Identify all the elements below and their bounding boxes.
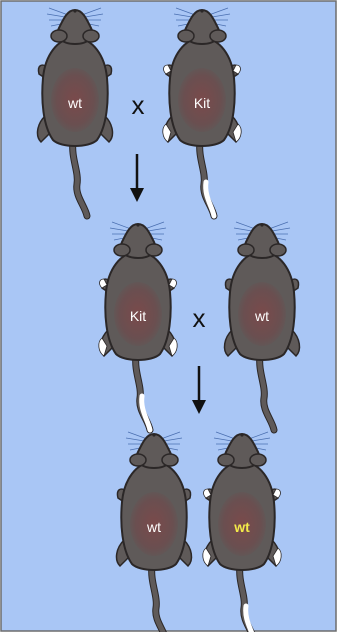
gen2-cross-symbol: x: [193, 303, 206, 333]
gen3-offspring-wt-label: wt: [146, 519, 161, 535]
gen2-mouse-kit-label: Kit: [130, 308, 146, 324]
gen1-mouse-kit-label: Kit: [194, 95, 210, 111]
gen3-offspring-wt-spotted-label: wt: [233, 519, 250, 535]
gen2-mouse-wt-label: wt: [254, 308, 269, 324]
gen1-mouse-wt-label: wt: [67, 95, 82, 111]
gen1-cross-symbol: x: [132, 90, 145, 120]
